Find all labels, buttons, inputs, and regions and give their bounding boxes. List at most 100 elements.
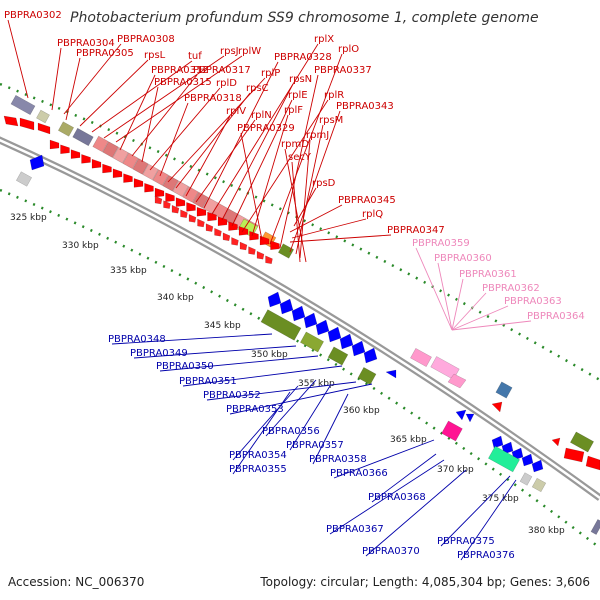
gene-label-red: PBPRA0347	[387, 225, 445, 236]
forward-gene	[19, 117, 35, 131]
leader-line	[279, 74, 319, 249]
leader-line	[289, 385, 331, 451]
kbp-marker: 345 kbp	[204, 321, 241, 331]
kbp-marker: 380 kbp	[528, 526, 565, 536]
gene-label-red: rpsM	[319, 115, 343, 126]
track-layer: 325 kbp 330 kbp 335 kbp 340 kbp 345 kbp 350 k…	[0, 82, 600, 549]
ribosomal-gene-box	[192, 191, 209, 209]
leader-line	[65, 57, 81, 121]
gene-label-red: PBPRA0328	[274, 52, 332, 63]
leader-line	[333, 439, 435, 479]
forward-gene-arrow	[188, 214, 197, 223]
forward-gene-arrow	[154, 195, 163, 205]
gene-label-blue: PBPRA0354	[229, 450, 287, 461]
leader-line	[103, 55, 225, 139]
forward-gene-arrow	[563, 447, 585, 463]
forward-gene-arrow	[551, 437, 561, 447]
gene-label-red: rpsC	[246, 83, 269, 94]
forward-gene	[3, 115, 19, 127]
gene-label-blue: PBPRA0358	[309, 454, 367, 465]
gene-box	[590, 519, 600, 535]
reverse-gene-arrow	[279, 298, 294, 315]
forward-gene-arrow	[259, 235, 270, 246]
forward-gene	[37, 122, 51, 135]
forward-gene-arrow	[238, 226, 249, 236]
gene-box	[57, 121, 75, 137]
forward-gene-arrow	[123, 173, 133, 183]
forward-gene-arrow	[214, 227, 222, 237]
ribosomal-gene-box	[112, 146, 129, 164]
gene-box	[441, 420, 463, 442]
trna-gene	[300, 331, 324, 353]
forward-gene-arrow	[491, 401, 503, 413]
leader-line	[451, 320, 532, 331]
gene-label-red: rplQ	[362, 209, 383, 220]
gene-label-red: PBPRA0302	[4, 10, 62, 21]
gene-label-red: rpmJ	[306, 130, 329, 141]
forward-gene-arrow	[49, 139, 60, 150]
forward-gene-arrow	[197, 218, 205, 228]
reverse-gene-arrow	[351, 340, 366, 357]
forward-gene-arrow	[249, 230, 259, 241]
leader-line	[440, 475, 511, 547]
ribosomal-gene-box	[102, 141, 119, 158]
reverse-gene-arrow	[455, 409, 467, 421]
forward-gene-arrow	[207, 211, 217, 222]
leader-line	[195, 119, 256, 203]
gene-label-blue: PBPRA0370	[362, 546, 420, 557]
leader-line	[451, 305, 509, 331]
kbp-marker: 340 kbp	[157, 293, 194, 303]
leader-line	[211, 43, 319, 215]
leader-line	[415, 247, 453, 331]
gene-label-pink: PBPRA0360	[434, 253, 492, 264]
gene-label-blue: PBPRA0353	[226, 404, 284, 415]
reverse-gene-arrow	[327, 326, 342, 343]
rrna-gene	[447, 373, 467, 389]
gene-label-red: rplE	[288, 90, 308, 101]
rrna-gene	[410, 347, 432, 368]
gene-label-red: PBPRA0312	[151, 65, 209, 76]
reverse-gene-arrow	[531, 459, 544, 473]
kbp-marker: 330 kbp	[62, 241, 99, 251]
kbp-marker: 365 kbp	[390, 435, 427, 445]
gene-label-red: PBPRA0304	[57, 38, 115, 49]
leader-line	[231, 99, 293, 227]
reverse-gene	[29, 154, 45, 171]
gene-label-pink: PBPRA0359	[412, 238, 470, 249]
forward-gene-arrow	[222, 232, 231, 242]
leader-line	[115, 55, 243, 143]
gene-box	[15, 171, 33, 187]
leader-line	[371, 453, 437, 503]
gene-box	[10, 94, 36, 116]
leader-line	[451, 278, 464, 331]
gene-label-red: rplR	[324, 90, 344, 101]
gene-label-red: rplW	[238, 46, 261, 57]
gene-label-pink: PBPRA0364	[527, 311, 585, 322]
kbp-marker: 350 kbp	[251, 350, 288, 360]
reverse-gene-arrow	[385, 369, 397, 379]
leader-line	[206, 381, 357, 401]
kbp-marker: 325 kbp	[10, 213, 47, 223]
gene-label-red: PBPRA0308	[117, 34, 175, 45]
ribosomal-gene-box	[182, 186, 199, 203]
ribosomal-gene-box	[142, 163, 159, 181]
reverse-gene-arrow	[363, 347, 378, 364]
forward-gene-arrow	[60, 144, 70, 155]
leader-line	[119, 74, 156, 151]
trna-gene	[260, 309, 302, 341]
leader-line	[131, 74, 198, 157]
reverse-gene-arrow	[521, 453, 534, 467]
gene-label-pink: PBPRA0362	[482, 283, 540, 294]
forward-gene-arrow	[133, 178, 144, 188]
kbp-marker: 335 kbp	[110, 266, 147, 276]
leader-line	[289, 204, 343, 233]
forward-gene-arrow	[180, 209, 188, 219]
leader-line	[451, 292, 487, 331]
leader-line	[329, 459, 445, 535]
forward-gene-arrow	[186, 202, 196, 212]
leader-line	[149, 87, 221, 171]
trna-gene	[327, 346, 349, 366]
forward-gene-arrow	[585, 455, 600, 471]
gene-label-red: rpsJ	[220, 46, 239, 57]
